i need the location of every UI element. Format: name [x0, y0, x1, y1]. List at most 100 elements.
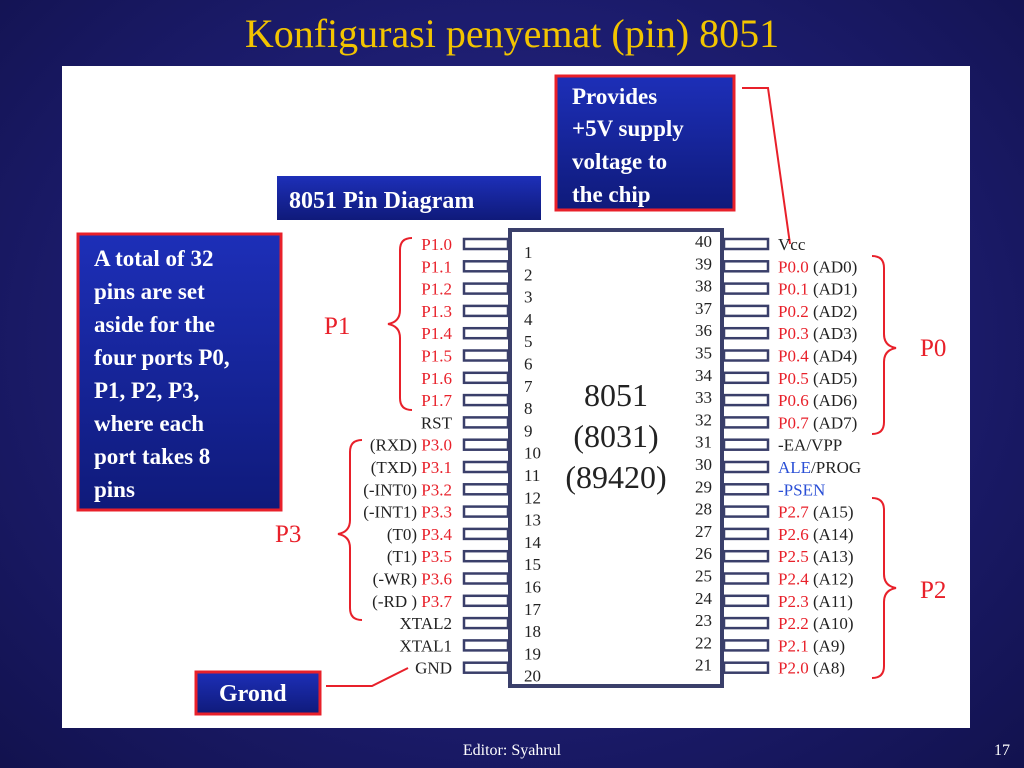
- ground-pointer-line: [326, 667, 409, 687]
- pin-number: 14: [524, 533, 542, 552]
- pin-name: P0.0: [778, 257, 809, 276]
- pin-lead: [722, 371, 770, 385]
- pin-name: P0.3: [778, 324, 809, 343]
- pin-name: P2.7: [778, 503, 809, 522]
- pin-number: 1: [524, 243, 533, 262]
- pin-label: (-RD ) P3.7: [372, 592, 452, 611]
- pin-label: P0.0 (AD0): [778, 257, 857, 276]
- pin-lead: [722, 572, 770, 585]
- pin-lead: [722, 237, 770, 251]
- pin-label: P2.5 (A13): [778, 547, 854, 566]
- pin-number: 10: [524, 444, 541, 463]
- pin-number: 16: [524, 578, 541, 597]
- ports-callout-line: pins: [94, 477, 135, 502]
- pin-lead: [462, 594, 510, 608]
- pin-name: P0.5: [778, 369, 809, 388]
- pin-label: P2.1 (A9): [778, 636, 845, 655]
- footer-editor: Editor: Syahrul: [462, 742, 562, 759]
- pin-diagram: 8051 Pin Diagram Provides +5V supply vol…: [76, 74, 946, 716]
- p2-brace: [871, 497, 897, 679]
- pins-layer: 1P1.02P1.13P1.24P1.35P1.46P1.57P1.68P1.7…: [363, 232, 861, 686]
- pin-lead: [722, 639, 770, 652]
- pin-name: P2.6: [778, 525, 809, 544]
- pin-name: P3.7: [421, 592, 452, 611]
- pin-alt-function: (AD6): [809, 391, 858, 410]
- vcc-callout-line: voltage to: [572, 149, 667, 174]
- pin-alt-function: (AD5): [809, 369, 858, 388]
- pin-label: P1.0: [421, 235, 452, 254]
- pin-label: P2.6 (A14): [778, 525, 854, 544]
- pin-label: P0.4 (AD4): [778, 347, 857, 366]
- pin-name: P2.3: [778, 592, 809, 611]
- pin-lead: [462, 527, 510, 541]
- pin-number: 18: [524, 622, 541, 641]
- pin-alt-function: (-WR): [373, 570, 422, 589]
- pin-lead: [462, 483, 510, 496]
- pin-lead: [722, 594, 770, 608]
- pin-number: 8: [524, 399, 533, 418]
- pin-name: P1.6: [421, 369, 452, 388]
- pin-number: 24: [695, 589, 713, 608]
- pin-number: 6: [524, 355, 533, 374]
- pin-number: 5: [524, 332, 533, 351]
- pin-label: P1.6: [421, 369, 452, 388]
- pin-alt-function: (A8): [809, 659, 845, 678]
- pin-number: 30: [695, 455, 712, 474]
- pin-name: P2.2: [778, 614, 809, 633]
- pin-name: P2.0: [778, 659, 809, 678]
- pin-name: XTAL2: [400, 614, 452, 633]
- pin-name: P3.1: [421, 458, 452, 477]
- pin-number: 7: [524, 377, 533, 396]
- pin-lead: [462, 326, 510, 340]
- pin-number: 23: [695, 611, 712, 630]
- pin-name: P0.6: [778, 391, 809, 410]
- pin-lead: [462, 260, 510, 273]
- pin-lead: [722, 416, 770, 429]
- pin-lead: [462, 661, 510, 674]
- pin-lead: [722, 260, 770, 273]
- pin-name: P0.2: [778, 302, 809, 321]
- pin-number: 34: [695, 366, 713, 385]
- pin-name: P1.2: [421, 280, 452, 299]
- pin-label: XTAL2: [400, 614, 452, 633]
- pin-name: ALE: [778, 458, 811, 477]
- pin-name: P1.5: [421, 347, 452, 366]
- pin-alt-function: (A15): [809, 503, 854, 522]
- chip-label: (89420): [565, 459, 666, 495]
- pin-alt-function: (AD1): [809, 280, 858, 299]
- pin-lead: [462, 393, 510, 407]
- pin-number: 21: [695, 656, 712, 675]
- p1-label: P1: [324, 313, 350, 340]
- pin-lead: [462, 282, 510, 295]
- pin-lead: [722, 393, 770, 407]
- pin-alt-function: (RXD): [370, 436, 421, 455]
- chip-body: [508, 228, 724, 688]
- pin-alt-function: (AD3): [809, 324, 858, 343]
- pin-lead: [722, 616, 770, 630]
- p3-brace: [337, 439, 363, 621]
- pin-label: -PSEN: [778, 480, 825, 499]
- ports-callout-line: A total of 32: [94, 246, 213, 271]
- pin-number: 38: [695, 277, 712, 296]
- pin-number: 20: [524, 667, 541, 686]
- p2-label: P2: [920, 577, 946, 604]
- pin-name: P1.4: [421, 324, 452, 343]
- pin-number: 25: [695, 567, 712, 586]
- pin-number: 36: [695, 321, 712, 340]
- pin-label: (-WR) P3.6: [373, 570, 452, 589]
- diagram-title: 8051 Pin Diagram: [289, 188, 474, 214]
- ports-callout-line: where each: [94, 411, 204, 436]
- pin-label: P1.7: [421, 391, 452, 410]
- pin-label: GND: [415, 659, 452, 678]
- pin-label: P2.3 (A11): [778, 592, 853, 611]
- pin-number: 9: [524, 421, 533, 440]
- pin-number: 31: [695, 433, 712, 452]
- pin-label: (RXD) P3.0: [370, 436, 452, 455]
- pin-name: P1.3: [421, 302, 452, 321]
- pin-lead: [722, 282, 770, 295]
- pin-name: P3.5: [421, 547, 452, 566]
- pin-alt-function: (A10): [809, 614, 854, 633]
- pin-name: XTAL1: [400, 636, 452, 655]
- pin-lead: [462, 549, 510, 563]
- pin-label: P1.1: [421, 257, 452, 276]
